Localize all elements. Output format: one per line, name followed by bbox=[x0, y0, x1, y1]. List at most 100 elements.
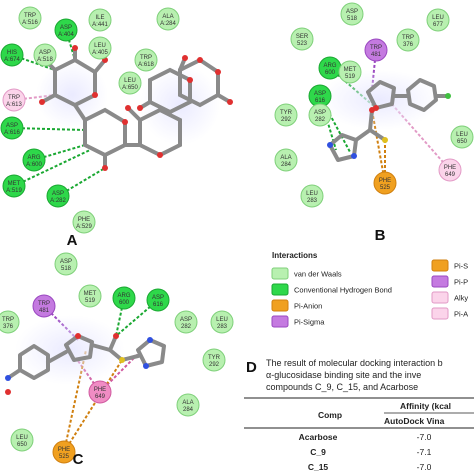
residue-name: ARG bbox=[323, 63, 336, 69]
legend-item: Pi-Sigma bbox=[271, 315, 325, 328]
legend-label: Pi-P bbox=[454, 278, 468, 287]
legend-label: Pi-A bbox=[454, 310, 468, 319]
residue-name: ASP bbox=[60, 25, 72, 31]
residue-number: 616 bbox=[153, 302, 164, 308]
residue-number: 519 bbox=[85, 298, 96, 304]
residue-name: ASP bbox=[152, 295, 164, 301]
row-affinity: -7.0 bbox=[417, 462, 432, 472]
residue-name: ILE bbox=[95, 15, 104, 21]
legend-label: Conventional Hydrogen Bond bbox=[294, 286, 392, 295]
table-col-affinity: Affinity (kcal bbox=[400, 401, 451, 411]
residue-number: A:600 bbox=[26, 162, 42, 168]
residue-name: PHE bbox=[78, 217, 90, 223]
interaction-line bbox=[57, 167, 106, 197]
table-row: C_9 -7.1 bbox=[310, 447, 431, 457]
caption-line-1: The result of molecular docking interact… bbox=[266, 358, 443, 368]
legend-label: Pi-S bbox=[454, 262, 468, 271]
residue-name: ASP bbox=[39, 50, 51, 56]
residue-name: MET bbox=[84, 291, 97, 297]
residue-name: ASP bbox=[6, 123, 18, 129]
residue-name: ALA bbox=[280, 155, 291, 161]
legend-label: van der Waals bbox=[294, 270, 342, 279]
residue-number: 376 bbox=[3, 324, 14, 330]
residue-number: A:674 bbox=[4, 57, 20, 63]
residue-name: MET bbox=[344, 67, 357, 73]
legend-item: Pi-S bbox=[431, 259, 468, 272]
residue-name: LEU bbox=[216, 317, 228, 323]
residue-number: A:616 bbox=[4, 130, 20, 136]
residue-number: 282 bbox=[181, 324, 192, 330]
residue-number: 292 bbox=[209, 362, 220, 368]
residue-name: TRP bbox=[8, 95, 20, 101]
row-compound: Acarbose bbox=[299, 432, 338, 442]
residue-name: LEU bbox=[432, 15, 444, 21]
caption-line-3: compounds C_9, C_15, and Acarbose bbox=[266, 382, 418, 392]
residue-number: 523 bbox=[297, 41, 308, 47]
residue-number: 677 bbox=[433, 22, 444, 28]
ligand-c15 bbox=[6, 315, 166, 385]
ligand-atoms-b bbox=[327, 93, 451, 159]
residue-number: 376 bbox=[403, 42, 414, 48]
residue-name: ASP bbox=[314, 91, 326, 97]
residue-name: PHE bbox=[94, 387, 106, 393]
ligand-oxygens-a bbox=[39, 45, 233, 171]
legend-label: Pi-Anion bbox=[294, 302, 322, 311]
residue-number: 650 bbox=[17, 442, 28, 448]
residue-number: A:618 bbox=[138, 62, 154, 68]
row-affinity: -7.1 bbox=[417, 447, 432, 457]
panel-a: TRPA:516ASPA:404ILEA:441ALAA:284HISA:674… bbox=[0, 6, 233, 249]
row-compound: C_9 bbox=[310, 447, 326, 457]
row-compound: C_15 bbox=[308, 462, 329, 472]
residue-name: PHE bbox=[58, 447, 70, 453]
residue-number: A:516 bbox=[22, 20, 38, 26]
residue-name: ASP bbox=[346, 9, 358, 15]
residue-name: ARG bbox=[117, 293, 130, 299]
residue-number: 600 bbox=[325, 70, 336, 76]
residue-name: TRP bbox=[402, 35, 414, 41]
residue-name: TRP bbox=[38, 301, 50, 307]
residue-number: 525 bbox=[59, 454, 70, 460]
table-subcol-vina: AutoDock Vina bbox=[384, 416, 445, 426]
residue-name: LEU bbox=[306, 191, 318, 197]
residue-name: ARG bbox=[27, 155, 40, 161]
residue-number: 283 bbox=[307, 198, 318, 204]
residue-number: 284 bbox=[281, 162, 292, 168]
residue-name: TRP bbox=[140, 55, 152, 61]
panel-label-a: A bbox=[67, 232, 78, 249]
legend-item: Pi-P bbox=[431, 275, 468, 288]
residue-number: A:650 bbox=[122, 85, 138, 91]
residue-name: ALA bbox=[162, 14, 173, 20]
residue-name: ALA bbox=[182, 400, 193, 406]
affinity-table: Comp Affinity (kcal AutoDock Vina Acarbo… bbox=[244, 397, 474, 472]
residue-number: 649 bbox=[95, 394, 106, 400]
legend-label: Alky bbox=[454, 294, 468, 303]
residue-number: 649 bbox=[445, 172, 456, 178]
residue-number: 481 bbox=[371, 52, 382, 58]
legend-label: Pi-Sigma bbox=[294, 318, 325, 327]
residue-number: A:519 bbox=[6, 188, 22, 194]
